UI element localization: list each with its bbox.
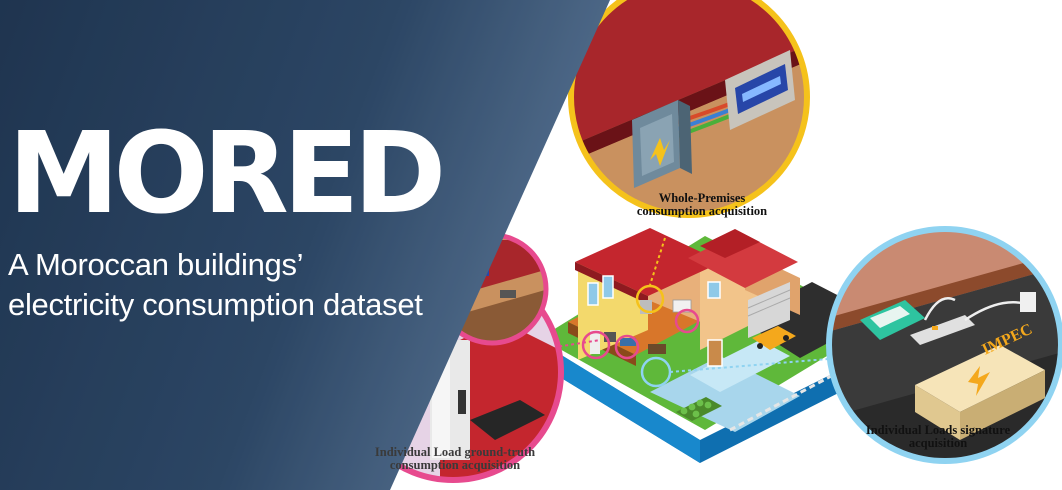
caption-signature: Individual Loads signature acquisition — [838, 424, 1038, 450]
caption-ground-truth: Individual Load ground-truth consumption… — [340, 446, 570, 472]
door — [707, 339, 723, 367]
caption-line: consumption acquisition — [636, 204, 768, 218]
garage — [748, 282, 790, 338]
meter-marker-blue — [640, 356, 672, 388]
callout-whole-premises — [568, 0, 810, 218]
connector-right — [669, 357, 841, 373]
meter-marker-yellow — [635, 284, 665, 314]
caption-line: Individual Load ground-truth — [374, 445, 536, 459]
lightning-icon — [968, 366, 990, 396]
caption-line: Individual Loads signature — [865, 423, 1011, 437]
window — [587, 282, 599, 306]
fence — [729, 364, 851, 432]
meter-marker-pink — [614, 334, 640, 360]
subtitle-line-2: electricity consumption dataset — [8, 287, 423, 322]
page-title: MORED — [8, 109, 446, 239]
ring-blue — [826, 226, 1062, 464]
window — [602, 275, 614, 299]
house-scene — [540, 228, 880, 463]
subtitle-line-1: A Moroccan buildings’ — [8, 247, 304, 282]
meter-marker-pink — [674, 308, 700, 334]
power-strip — [910, 315, 975, 345]
callout-signature: IMPEC — [826, 226, 1062, 464]
caption-whole-premises: Whole-Premises consumption acquisition — [602, 192, 802, 218]
title-panel — [0, 0, 610, 490]
ring-yellow — [568, 0, 810, 218]
caption-line: consumption acquisition — [389, 458, 521, 472]
connector-top — [649, 237, 666, 286]
window — [707, 281, 721, 299]
car — [752, 326, 796, 350]
courtyard — [650, 356, 800, 432]
lightning-icon — [650, 138, 670, 166]
fridge-mini — [590, 330, 600, 354]
wall-socket — [1020, 292, 1036, 312]
caption-line: acquisition — [908, 436, 968, 450]
caption-line: Whole-Premises — [658, 191, 746, 205]
meter-marker-pink — [581, 330, 611, 360]
